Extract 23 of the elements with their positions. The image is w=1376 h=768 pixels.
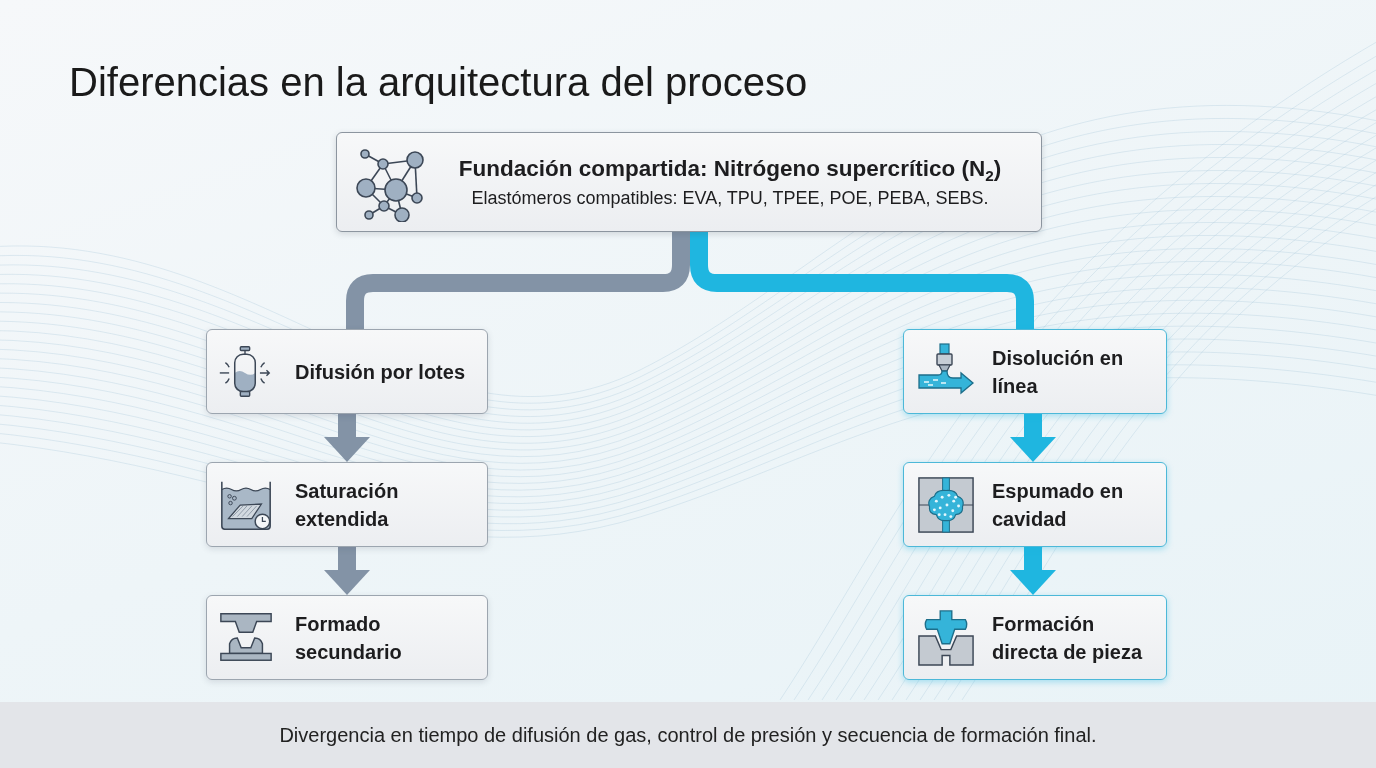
caption-text: Divergencia en tiempo de difusión de gas, control de presión y secuencia de formación final.	[279, 723, 1097, 748]
process-box	[206, 595, 488, 680]
process-box	[206, 329, 488, 414]
process-box	[206, 462, 488, 547]
process-box	[336, 132, 1042, 232]
step-label: Formación directa de pieza	[992, 611, 1144, 665]
step-label: Difusión por lotes	[295, 359, 465, 385]
box-text: Elastómeros compatibles: EVA, TPU, TPEE, POE, PEBA, SEBS.	[471, 186, 989, 210]
connector-line	[346, 232, 690, 329]
process-box	[903, 595, 1167, 680]
arrow	[1010, 547, 1056, 595]
step-label: Espumado en cavidad	[992, 478, 1125, 532]
arrow	[1010, 414, 1056, 462]
process-box	[903, 462, 1167, 547]
process-box	[903, 329, 1167, 414]
connector-line	[690, 232, 1034, 329]
step-label: Formado secundario	[295, 611, 403, 665]
arrow	[324, 414, 370, 462]
box-heading: Fundación compartida: Nitrógeno supercrítico (N$_{2}$)	[458, 154, 1002, 183]
step-label: Disolución en línea	[992, 345, 1125, 399]
step-label: Saturación extendida	[295, 478, 400, 532]
page-title: Diferencias en la arquitectura del proceso	[69, 59, 808, 106]
arrow	[324, 547, 370, 595]
